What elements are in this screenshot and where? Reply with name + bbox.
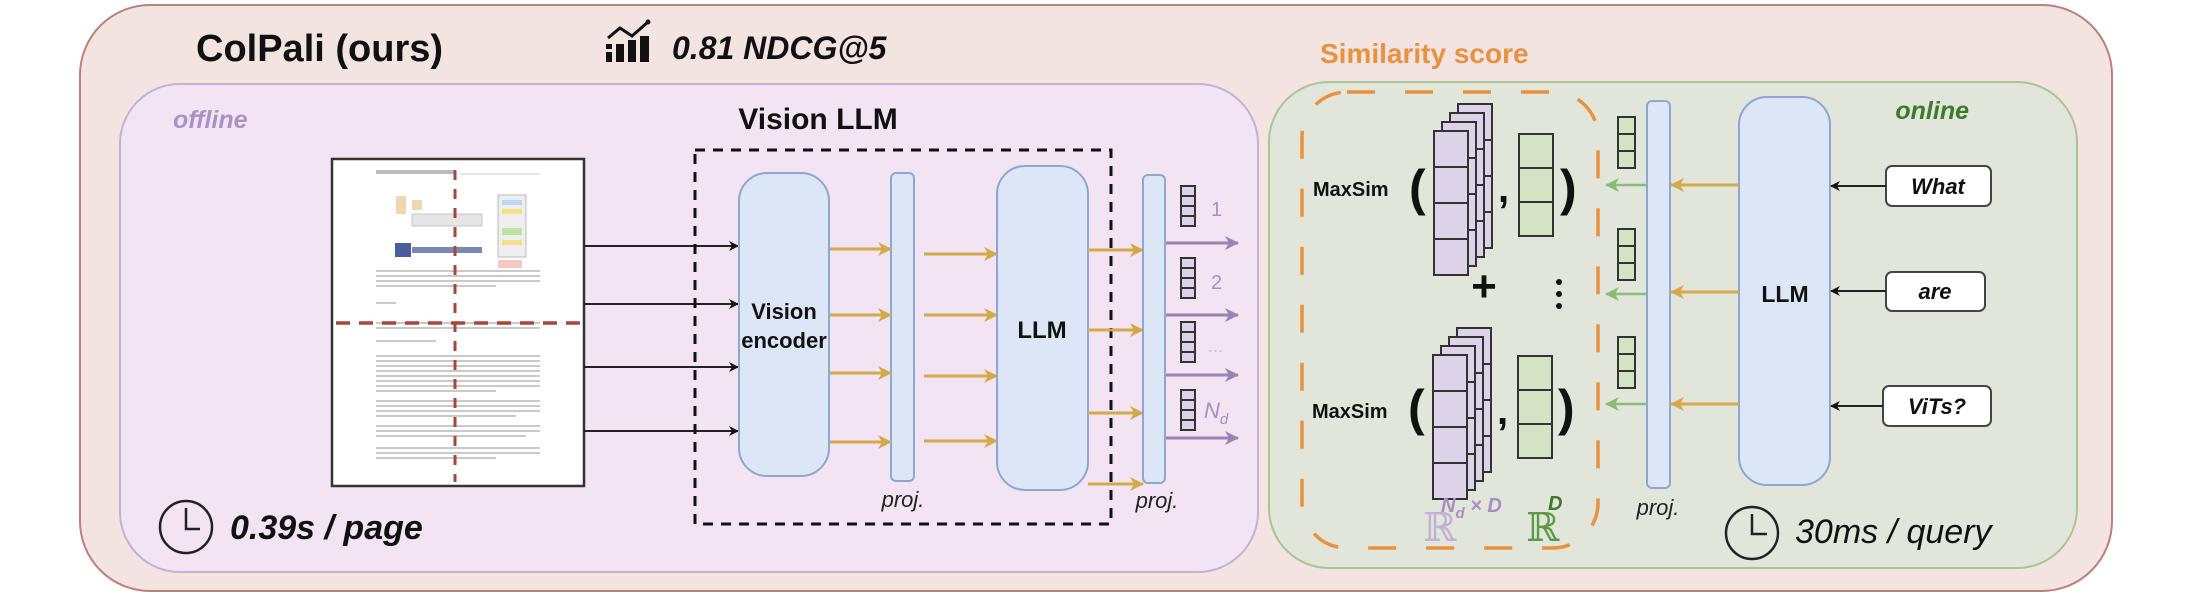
query-vector xyxy=(1617,228,1636,281)
token-index-nd: Nd xyxy=(1204,398,1229,428)
comma-1: , xyxy=(1498,167,1509,211)
document-page-thumbnail xyxy=(330,157,586,488)
online-label: online xyxy=(1895,97,1969,125)
nd-subscript: d xyxy=(1220,411,1229,428)
query-vector-matrix xyxy=(1518,133,1554,237)
offline-label: offline xyxy=(173,106,248,134)
token-index-1: 1 xyxy=(1211,199,1222,221)
similarity-score-box xyxy=(1300,90,1600,550)
close-paren-2: ) xyxy=(1558,380,1575,436)
proj-label-online: proj. xyxy=(1636,495,1680,520)
patch-input-arrows xyxy=(584,241,739,436)
maxsim-label-1: MaxSim xyxy=(1313,179,1389,201)
query-token-label: What xyxy=(1911,174,1966,199)
doc-vector-arrows xyxy=(1166,236,1239,445)
token-index-ellipsis: ... xyxy=(1208,336,1223,356)
doc-matrix-layer xyxy=(1433,130,1469,276)
vision-encoder-label: Vision xyxy=(751,299,817,324)
vision-llm-box xyxy=(693,148,1113,526)
encoder-to-proj-arrows xyxy=(830,242,892,449)
vision-encoder-block xyxy=(738,172,830,477)
doc-vector xyxy=(1180,321,1196,363)
token-input-arrows xyxy=(1830,181,1886,411)
doc-space-sup-sub: d xyxy=(1455,505,1465,522)
doc-vector xyxy=(1180,389,1196,431)
page-title: ColPali (ours) xyxy=(196,28,443,70)
clock-icon xyxy=(158,499,214,555)
document-embedding-vectors xyxy=(1180,185,1196,431)
similarity-score-label: Similarity score xyxy=(1320,38,1529,69)
doc-space-superscript: Nd × D xyxy=(1441,495,1502,522)
offline-timing: 0.39s / page xyxy=(230,509,423,547)
llm-to-proj-arrows xyxy=(1088,243,1144,491)
maxsim-matrices xyxy=(1432,103,1554,500)
maxsim-label-2: MaxSim xyxy=(1312,401,1388,423)
doc-space-sup-rest: × D xyxy=(1465,495,1502,517)
llm-to-proj-arrows-online xyxy=(1670,178,1739,411)
query-token-label: are xyxy=(1918,279,1951,304)
query-space-label: ℝ xyxy=(1526,505,1560,551)
token-index-2: 2 xyxy=(1211,272,1222,294)
open-paren-2: ( xyxy=(1408,380,1425,436)
doc-space-base: ℝ xyxy=(1423,505,1457,551)
proj-label-1: proj. xyxy=(881,487,925,512)
query-token-vits: ViTs? xyxy=(1882,385,1992,427)
query-space-superscript: D xyxy=(1548,493,1562,515)
query-vector-arrows xyxy=(1605,178,1647,411)
open-paren-1: ( xyxy=(1409,160,1426,216)
query-vector-matrix xyxy=(1517,355,1553,459)
vision-encoder-label-2: encoder xyxy=(741,328,827,353)
nd-base: N xyxy=(1204,398,1220,423)
doc-vector xyxy=(1180,185,1196,227)
proj-label-2: proj. xyxy=(1135,488,1179,513)
query-vector xyxy=(1617,116,1636,169)
llm-label-offline: LLM xyxy=(1017,317,1066,344)
vision-llm-label: Vision LLM xyxy=(738,103,897,136)
query-token-are: are xyxy=(1885,271,1986,312)
vertical-ellipsis xyxy=(1556,279,1562,309)
llm-block-offline xyxy=(996,165,1089,491)
doc-matrix-layer xyxy=(1432,354,1468,500)
query-token-label: ViTs? xyxy=(1908,394,1966,419)
query-vector xyxy=(1617,336,1636,389)
proj-to-llm-arrows xyxy=(924,247,998,448)
clock-icon xyxy=(1724,505,1780,561)
projection-layer-online xyxy=(1646,100,1671,489)
query-space-base: ℝ xyxy=(1526,505,1560,551)
online-timing: 30ms / query xyxy=(1795,513,1994,551)
projection-layer-1 xyxy=(890,172,915,482)
ndcg-metric: 0.81 NDCG@5 xyxy=(672,30,888,66)
projection-layer-2 xyxy=(1142,174,1166,484)
query-embedding-vectors xyxy=(1617,116,1636,389)
llm-label-online: LLM xyxy=(1761,281,1808,307)
doc-vector xyxy=(1180,257,1196,299)
close-paren-1: ) xyxy=(1560,160,1577,216)
query-token-what: What xyxy=(1885,165,1992,207)
bar-chart-trend-icon xyxy=(606,19,651,62)
doc-space-sup-n: N xyxy=(1441,495,1456,517)
comma-2: , xyxy=(1497,389,1508,433)
plus-sign: + xyxy=(1471,262,1497,311)
doc-space-label: ℝ xyxy=(1423,505,1457,551)
